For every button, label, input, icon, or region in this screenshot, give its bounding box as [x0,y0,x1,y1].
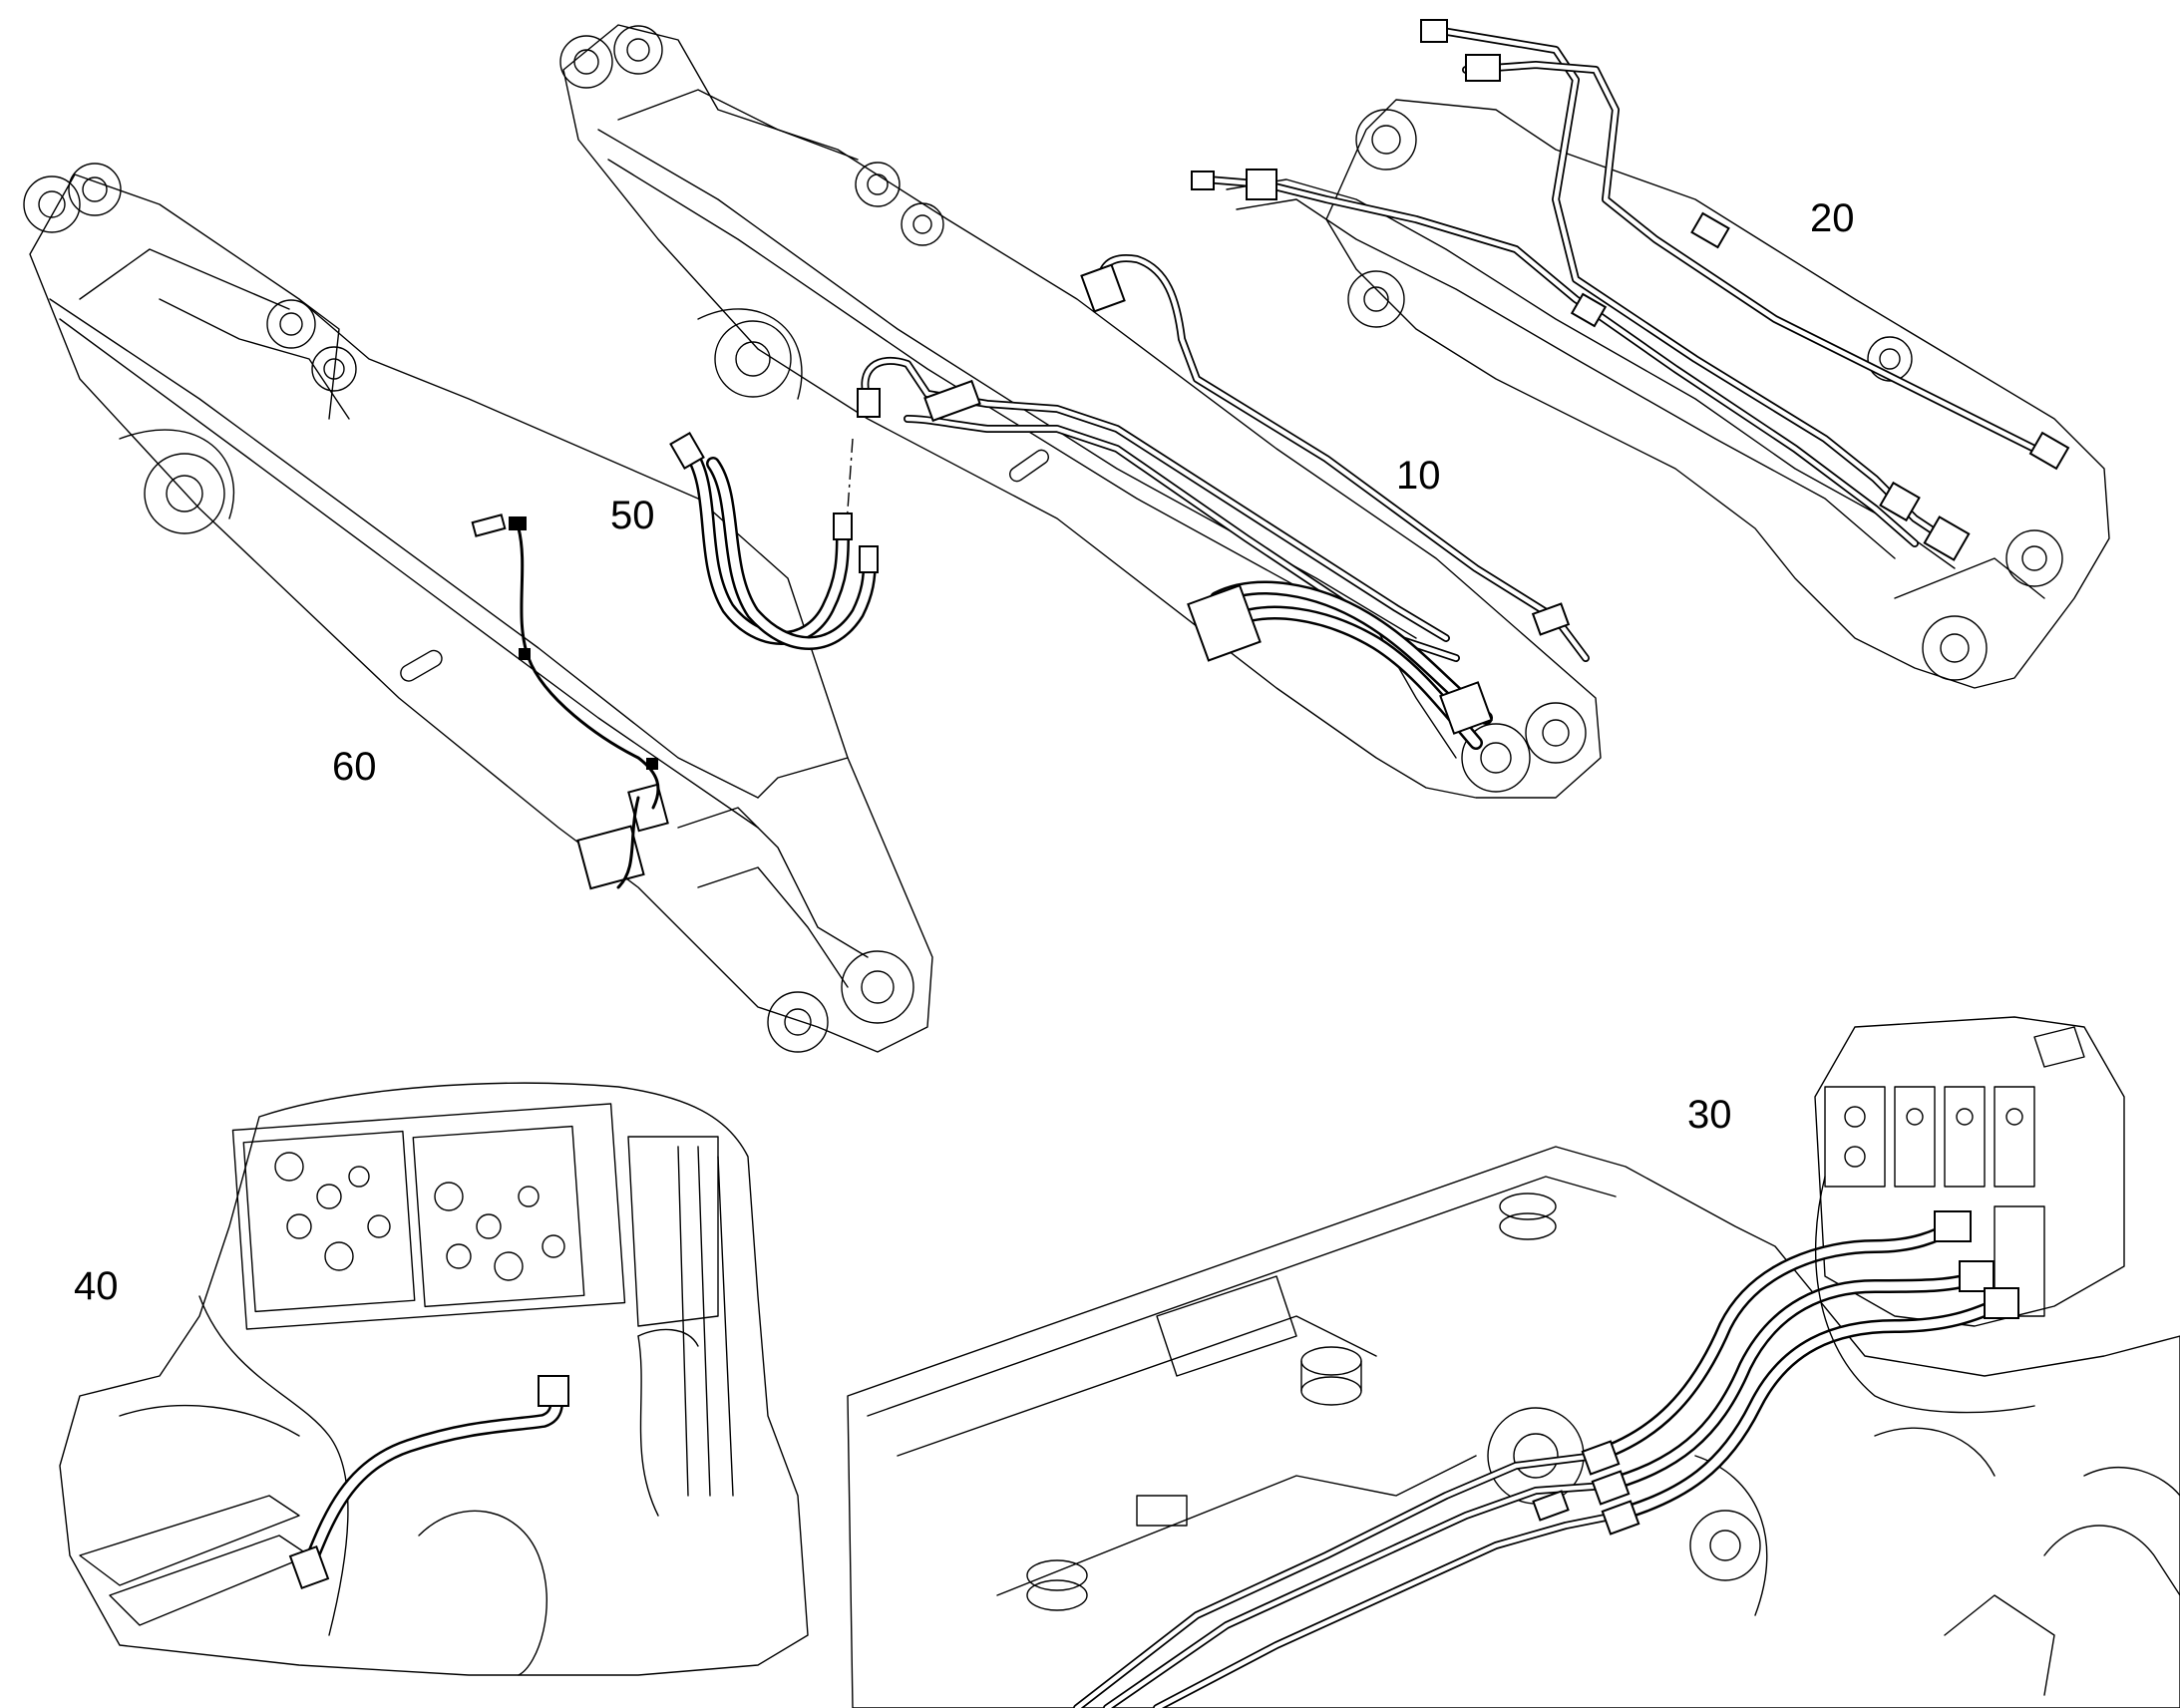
callout-10: 10 [1396,454,1441,498]
callout-40: 40 [74,1264,119,1308]
boom-assembly-60[interactable] [23,163,933,1053]
boom-assembly-10[interactable] [559,24,1602,799]
callout-50: 50 [610,494,655,537]
boom-assembly-20[interactable] [1191,19,2110,689]
callout-30: 30 [1687,1093,1732,1137]
callout-60: 60 [332,745,377,789]
frame-detail-30[interactable] [847,1016,2180,1708]
valve-detail-40[interactable] [59,1082,809,1676]
hose-assembly-50[interactable] [669,432,879,650]
callout-20: 20 [1810,196,1855,240]
